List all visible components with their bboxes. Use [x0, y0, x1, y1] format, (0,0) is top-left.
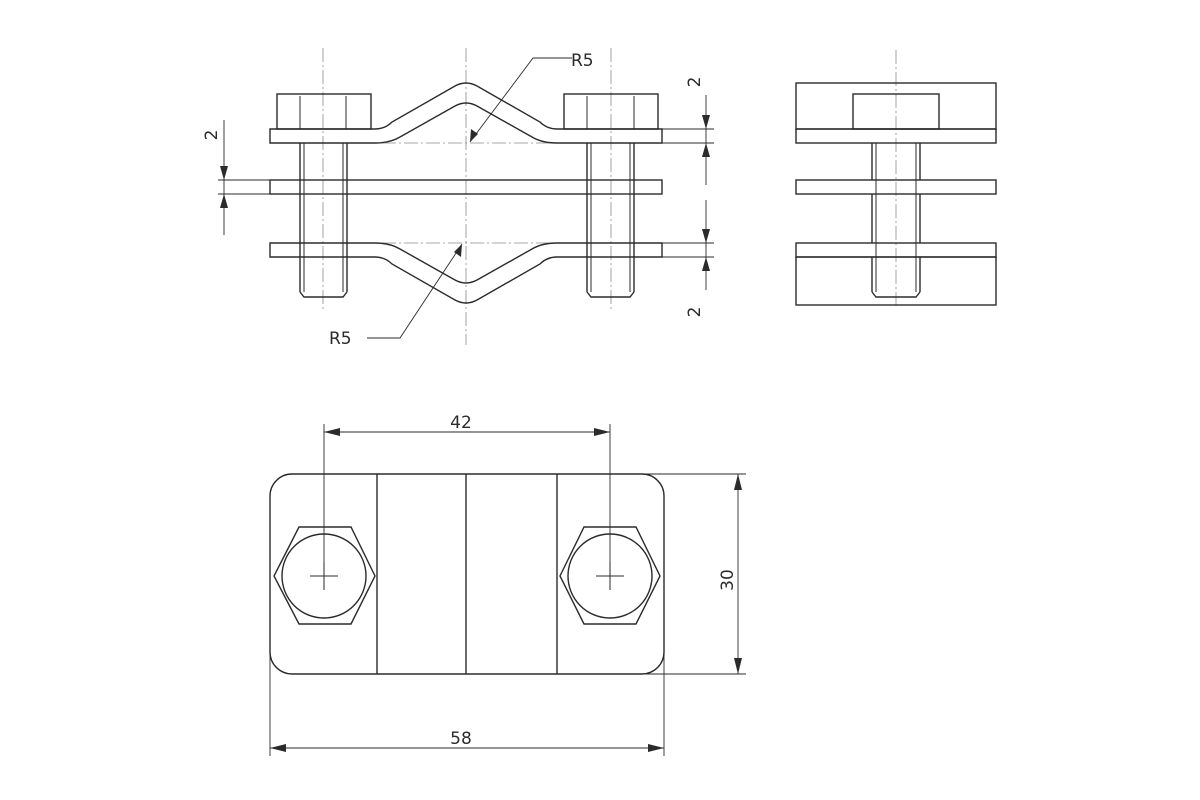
dimension-gap-right-bottom: 2 — [662, 200, 714, 317]
overall-width-label: 58 — [450, 729, 472, 749]
dimension-overall-width: 58 — [269, 580, 665, 756]
side-top-plate — [795, 128, 997, 144]
side-view — [795, 50, 997, 308]
middle-plate — [269, 179, 663, 195]
radius-label-bottom: R5 — [329, 329, 352, 349]
dimension-overall-height: 30 — [640, 473, 746, 675]
front-view: R5 R5 2 2 — [202, 48, 714, 349]
radius-label-top: R5 — [571, 51, 594, 71]
dimension-bolt-spacing: 42 — [323, 413, 611, 576]
radius-callout-top: R5 — [469, 51, 594, 143]
overall-height-label: 30 — [718, 569, 738, 591]
dimension-gap-left: 2 — [202, 120, 270, 235]
side-middle-plate — [795, 179, 997, 195]
radius-callout-bottom: R5 — [329, 243, 463, 349]
dimension-gap-right-top: 2 — [662, 77, 714, 185]
gap-label-right-top: 2 — [685, 77, 705, 88]
side-nut-block — [795, 256, 997, 306]
plan-view: 42 58 30 — [269, 413, 746, 756]
side-bolt-shank — [871, 143, 921, 298]
left-bolt-top — [273, 526, 376, 625]
left-bolt — [276, 93, 372, 298]
left-hex-nut — [273, 526, 376, 625]
right-hex-nut — [559, 526, 661, 625]
left-bolt-head — [276, 93, 372, 130]
plan-outline — [269, 473, 665, 675]
gap-label-right-bottom: 2 — [685, 307, 705, 318]
bolt-spacing-label: 42 — [450, 413, 472, 433]
gap-label-left: 2 — [202, 130, 222, 141]
